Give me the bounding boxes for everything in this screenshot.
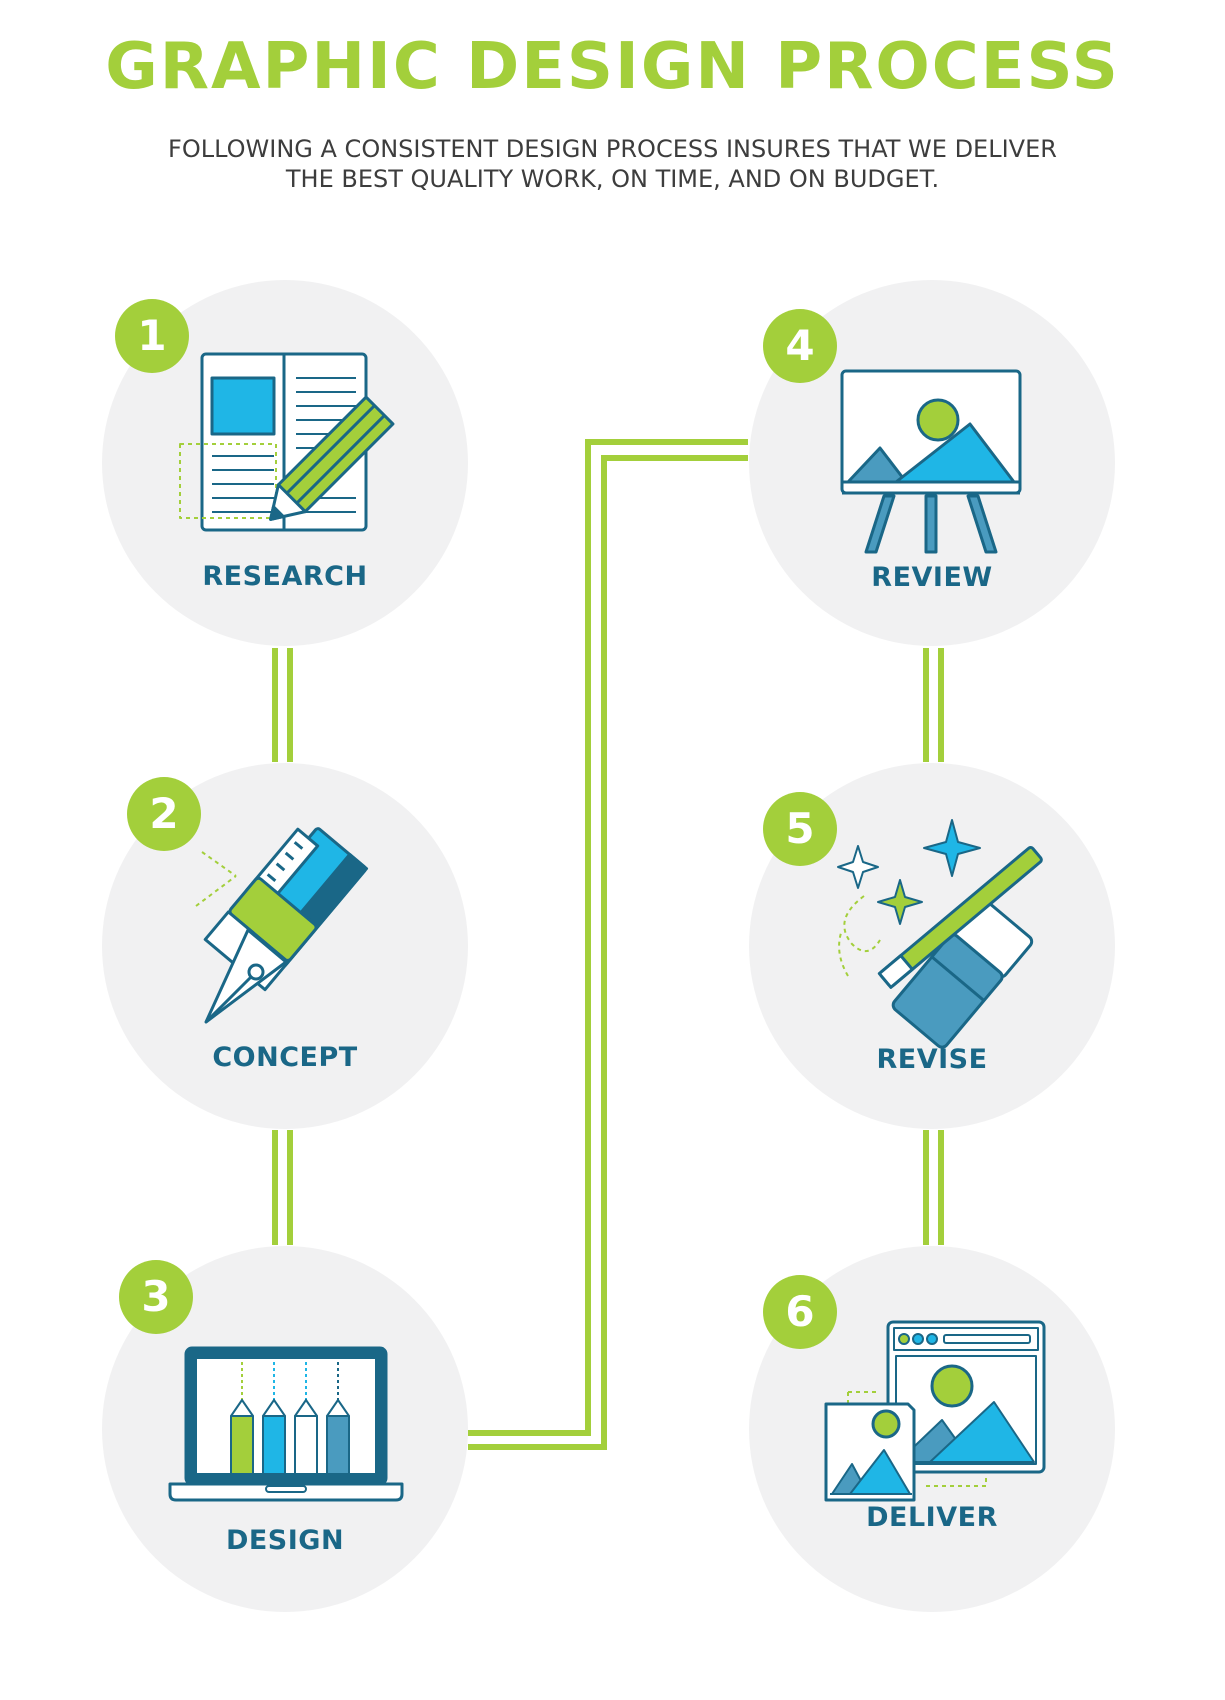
pen-nib-icon — [195, 827, 369, 1024]
step-3-label: DESIGN — [225, 1525, 345, 1556]
step-6-label: DELIVER — [866, 1502, 998, 1533]
step-4-label: REVIEW — [871, 562, 993, 593]
page-title: GRAPHIC DESIGN PROCESS — [105, 30, 1120, 104]
step-2-number-badge: 2 — [127, 777, 201, 851]
magic-wand-eraser-icon — [837, 819, 1043, 1049]
step-3-number-badge: 3 — [119, 1260, 193, 1334]
connector-3-4 — [468, 439, 748, 1450]
book-pencil-icon — [179, 352, 395, 532]
connector-5-6 — [923, 1130, 944, 1245]
connector-4-5 — [923, 648, 944, 762]
step-1-number-badge: 1 — [115, 299, 189, 373]
subtitle-line-2: THE BEST QUALITY WORK, ON TIME, AND ON B… — [285, 165, 940, 193]
step-1-label: RESEARCH — [202, 561, 368, 592]
laptop-pencils-icon — [168, 1346, 404, 1502]
connector-2-3 — [272, 1130, 293, 1245]
subtitle-line-1: FOLLOWING A CONSISTENT DESIGN PROCESS IN… — [168, 135, 1057, 163]
step-6-number-badge: 6 — [763, 1275, 837, 1349]
easel-landscape-icon — [840, 369, 1022, 554]
page-subtitle: FOLLOWING A CONSISTENT DESIGN PROCESS IN… — [0, 134, 1225, 194]
connectors — [272, 439, 944, 1450]
step-4-number-badge: 4 — [763, 309, 837, 383]
step-2-label: CONCEPT — [212, 1042, 358, 1073]
connector-1-2 — [272, 648, 293, 762]
step-5-label: REVISE — [876, 1044, 988, 1075]
step-5-number-badge: 5 — [763, 792, 837, 866]
browser-image-files-icon — [824, 1320, 1046, 1502]
